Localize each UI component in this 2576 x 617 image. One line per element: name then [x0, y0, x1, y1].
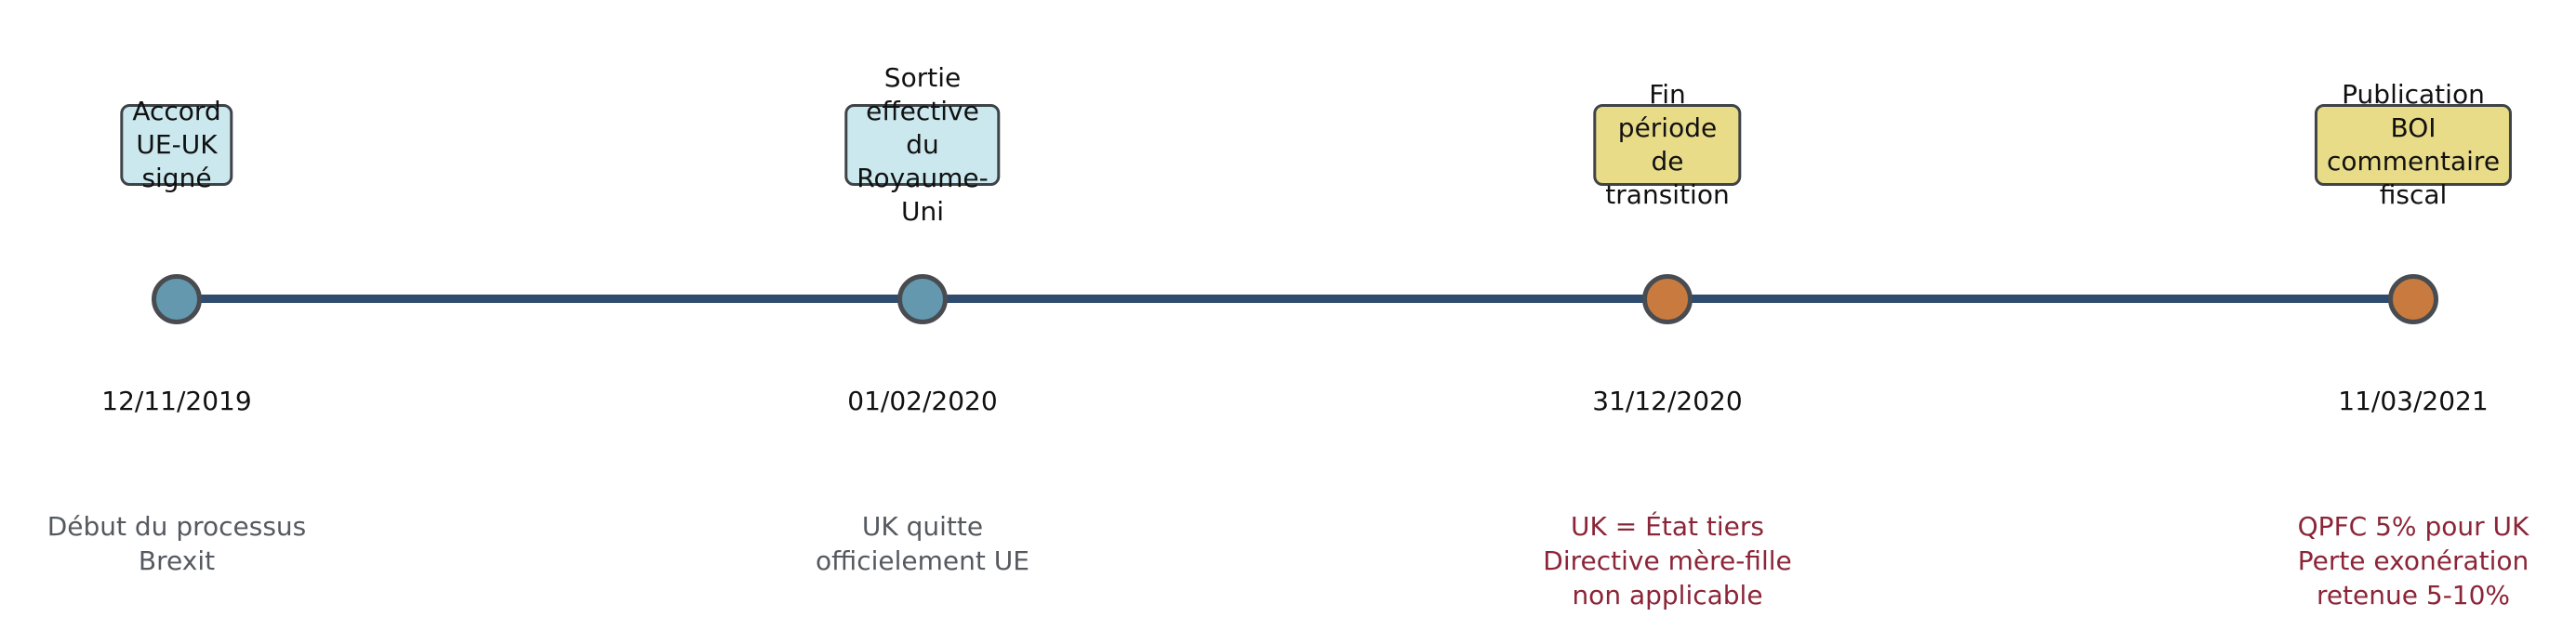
event-description: Début du processus Brexit: [46, 511, 307, 576]
event-date: 01/02/2020: [847, 386, 998, 416]
event-date: 31/12/2020: [1592, 386, 1743, 416]
event-marker-circle-icon: [1642, 274, 1693, 324]
event-marker-circle-icon: [2388, 274, 2438, 324]
event-date: 12/11/2019: [101, 386, 252, 416]
event-description: QPFC 5% pour UK Perte exonération retenu…: [2297, 511, 2530, 610]
event-description: UK quitte officielement UE: [816, 511, 1029, 576]
event-title-box: Publication BOI commentaire fiscal: [2314, 79, 2513, 210]
event-title-box: Sortie effective du Royaume-Uni: [844, 62, 1001, 227]
event-description: UK = État tiers Directive mère-fille non…: [1543, 511, 1792, 610]
event-title-box: Fin période de transition: [1593, 79, 1742, 210]
event-marker-circle-icon: [897, 274, 948, 324]
event-title-box: Accord UE-UK signé: [120, 96, 233, 193]
timeline-axis-line: [177, 295, 2413, 303]
event-date: 11/03/2021: [2338, 386, 2489, 416]
event-marker-circle-icon: [152, 274, 202, 324]
